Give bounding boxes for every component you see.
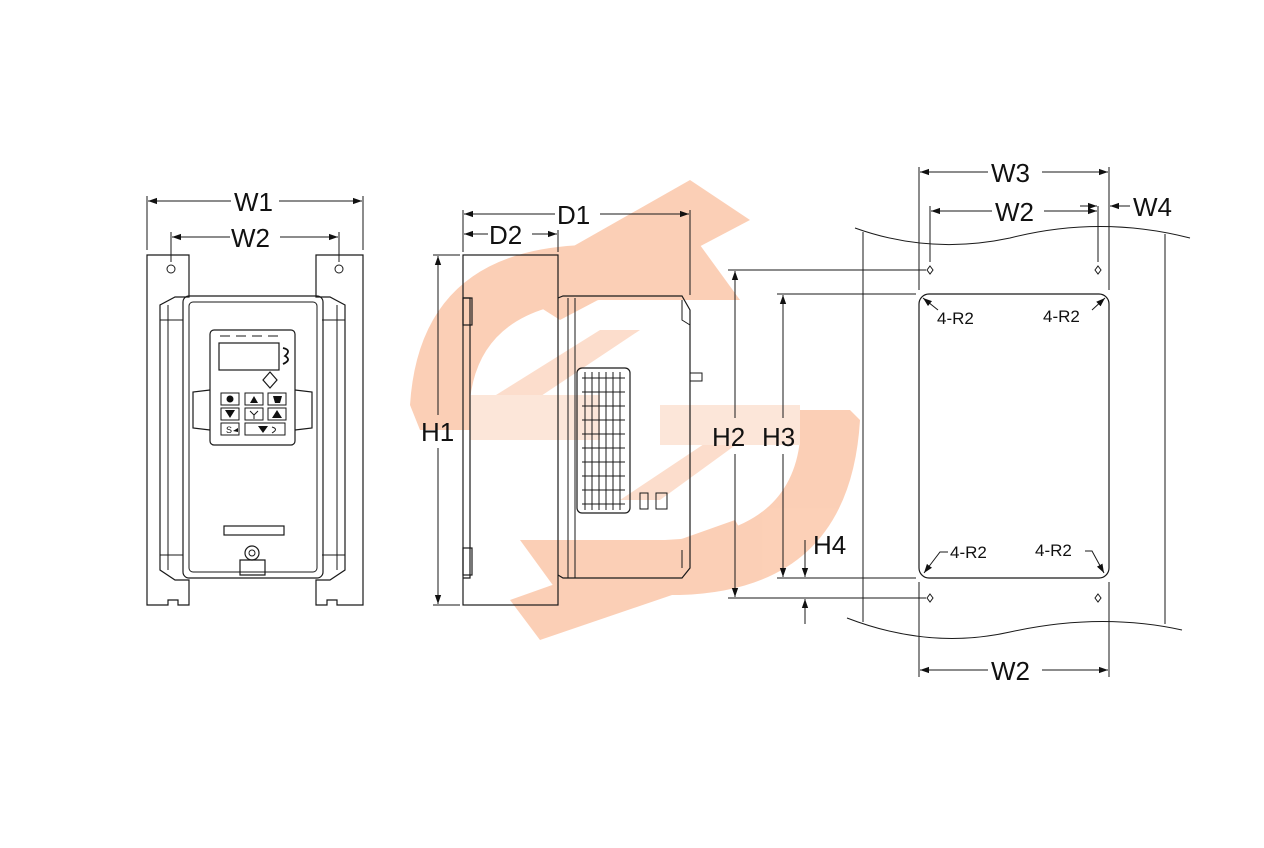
w1-label: W1: [234, 187, 273, 217]
side-housing: [557, 295, 691, 579]
w2-label-front: W2: [231, 223, 270, 253]
h3-label: H3: [762, 422, 795, 452]
d1-label: D1: [557, 200, 590, 230]
enter-key-icon: [262, 371, 278, 389]
radius-label-bl: 4-R2: [950, 543, 987, 562]
dial-icon: [282, 347, 289, 365]
name-plate: [223, 525, 285, 536]
mounting-hole: [166, 264, 176, 274]
display-icon: [218, 342, 280, 371]
break-line-top: [854, 226, 1191, 246]
w4-label: W4: [1133, 192, 1172, 222]
radius-label-tr: 4-R2: [1043, 307, 1080, 326]
vent-grille: [576, 367, 631, 514]
radius-label-br: 4-R2: [1035, 541, 1072, 560]
w2-label-top: W2: [995, 197, 1034, 227]
w2-label-bottom: W2: [991, 656, 1030, 686]
logo-watermark: [410, 180, 860, 640]
w3-label: W3: [991, 158, 1030, 188]
h1-label: H1: [421, 417, 454, 447]
h2-label: H2: [712, 422, 745, 452]
break-line-bottom: [846, 617, 1183, 639]
left-bracket: [146, 254, 190, 606]
cutout-rect: [918, 293, 1110, 579]
mounting-view: 4-R2 4-R2 4-R2 4-R2 W3 W2 W4 W2 H2: [712, 158, 1191, 686]
h4-label: H4: [813, 530, 846, 560]
side-view: D1 D2 H1: [421, 200, 703, 606]
rear-plate: [462, 254, 559, 606]
d2-label: D2: [489, 220, 522, 250]
svg-text:S: S: [226, 425, 232, 435]
keypad-panel: [209, 329, 296, 446]
mounting-hole: [334, 264, 344, 274]
radius-label-tl: 4-R2: [937, 309, 974, 328]
housing: [182, 295, 324, 579]
screw-icon: [244, 545, 260, 561]
front-view: S W1 W2: [146, 187, 364, 606]
keypad-icon: S: [220, 392, 287, 436]
